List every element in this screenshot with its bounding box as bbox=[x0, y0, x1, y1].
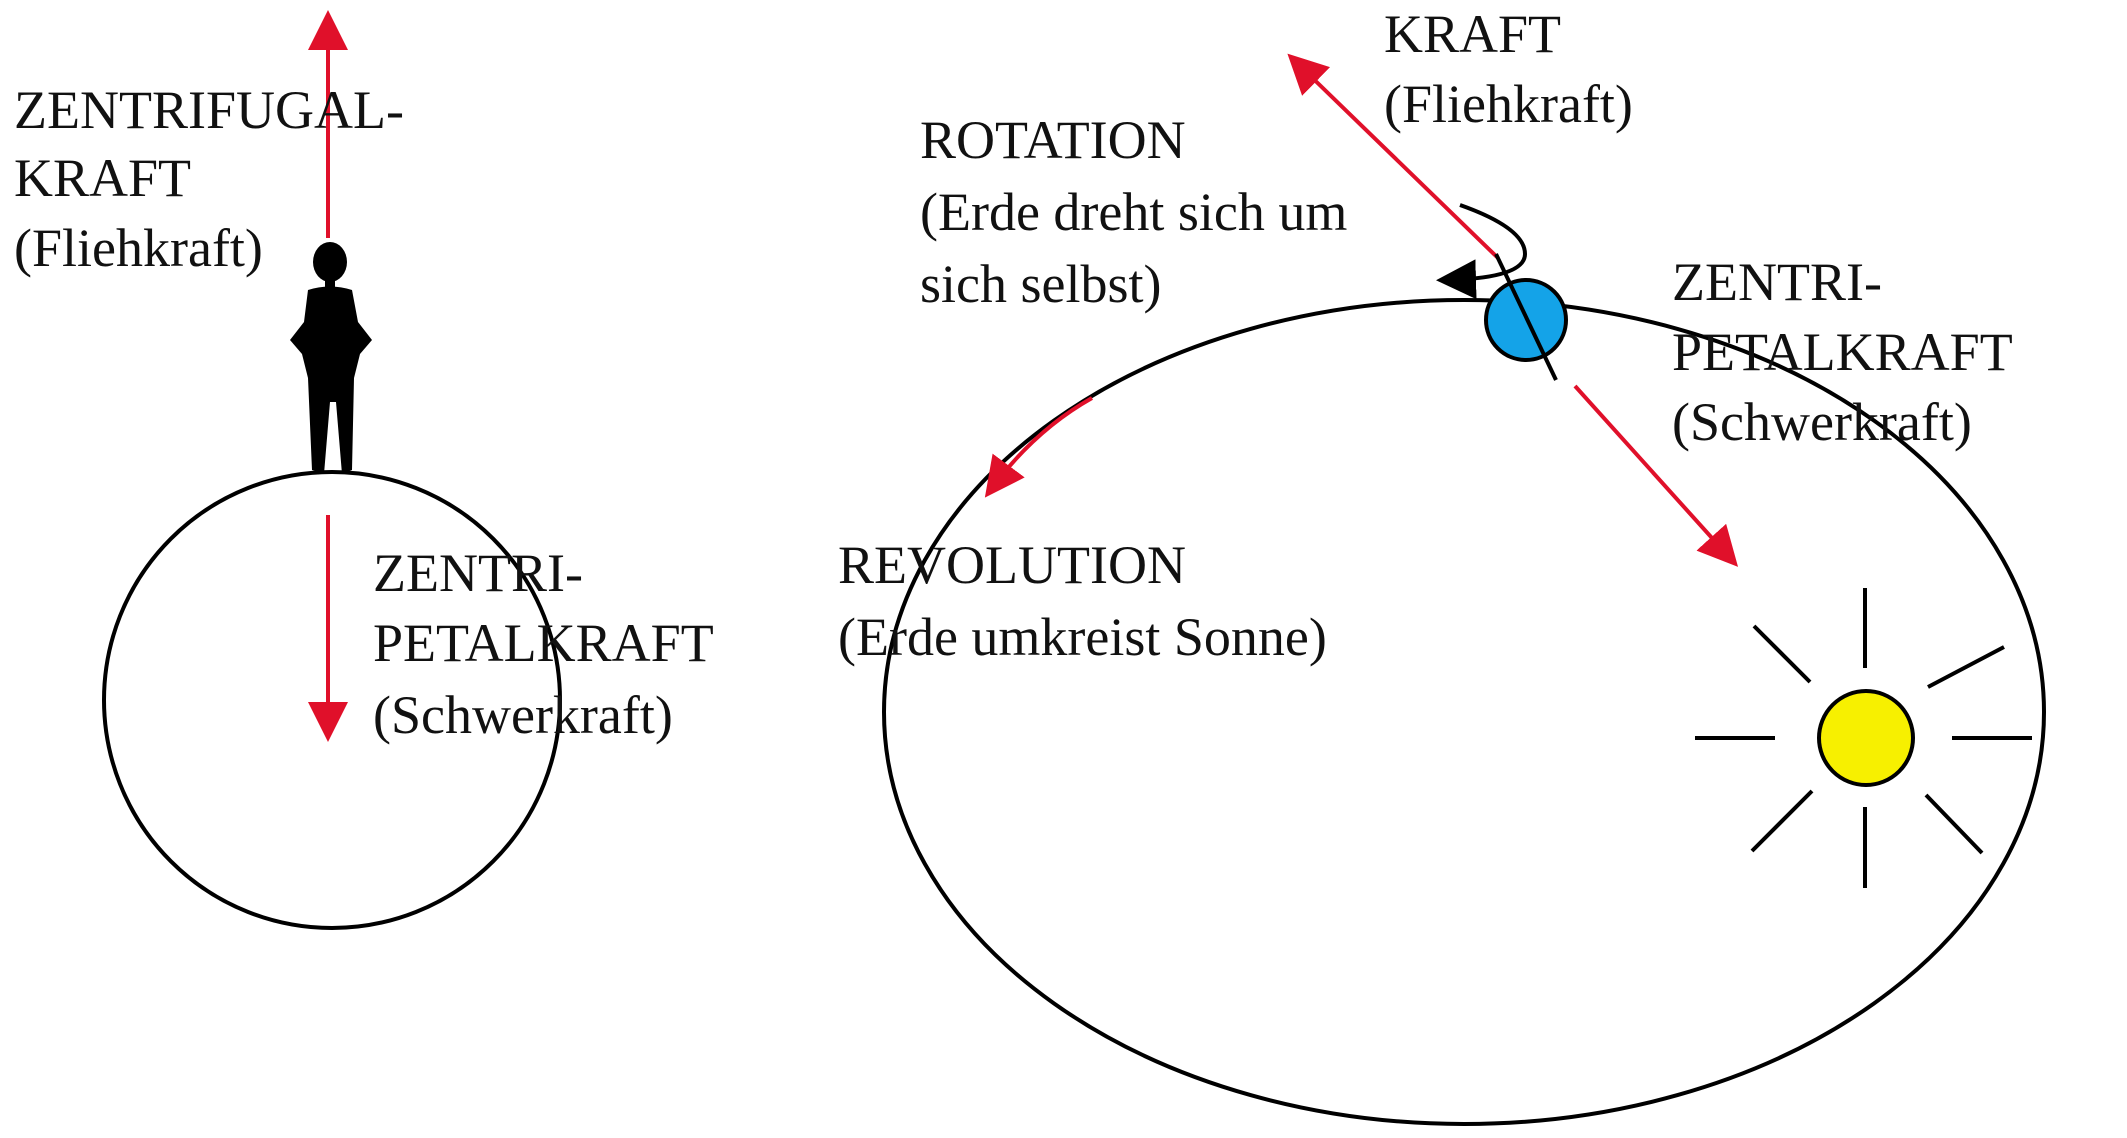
left-centripetal-label: ZENTRI- PETALKRAFT (Schwerkraft) bbox=[373, 543, 726, 745]
left-centrifugal-label: ZENTRIFUGAL- KRAFT (Fliehkraft) bbox=[14, 80, 417, 278]
rotation-arrow bbox=[1436, 203, 1528, 300]
rotation-label: ROTATION (Erde dreht sich um sich selbst… bbox=[920, 110, 1361, 314]
right-centrifugal-label: KRAFT (Fliehkraft) bbox=[1384, 4, 1633, 134]
right-centrifugal-arrow bbox=[1287, 53, 1500, 260]
person-silhouette-icon bbox=[290, 242, 372, 474]
planet-circle bbox=[102, 470, 562, 930]
revolution-label: REVOLUTION (Erde umkreist Sonne) bbox=[838, 535, 1327, 667]
earth-axis bbox=[1494, 253, 1558, 381]
revolution-arrow bbox=[984, 396, 1093, 498]
orbit-ellipse bbox=[882, 298, 2046, 1126]
right-centripetal-label: ZENTRI- PETALKRAFT (Schwerkraft) bbox=[1672, 252, 2025, 452]
right-centripetal-arrow bbox=[1573, 384, 1739, 567]
sun-icon bbox=[1695, 588, 2032, 888]
